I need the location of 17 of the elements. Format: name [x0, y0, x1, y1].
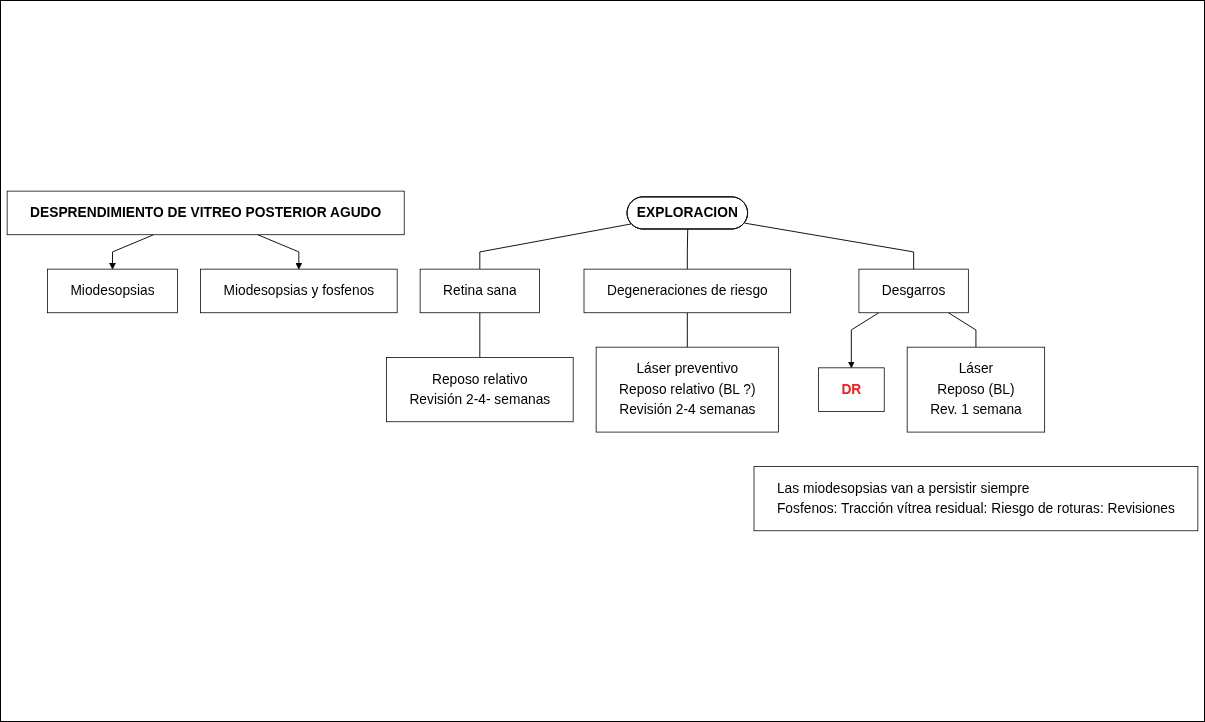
node-box: Láser preventivo Reposo relativo (BL ?) Revisión 2-4 semanas	[595, 346, 779, 433]
connector	[686, 228, 689, 270]
node-box: Desgarros	[858, 268, 969, 314]
node-box: Reposo relativo Revisión 2-4- semanas	[386, 357, 574, 423]
connector	[948, 312, 977, 348]
node-box: Láser Reposo (BL) Rev. 1 semana	[906, 346, 1046, 433]
connector	[744, 222, 915, 270]
node-box: Miodesopsias y fosfenos	[200, 268, 398, 314]
node-box: DESPRENDIMIENTO DE VITREO POSTERIOR AGUDO	[6, 190, 405, 236]
node-box: DR	[818, 367, 885, 412]
connector	[479, 223, 632, 270]
node-box: Miodesopsias	[47, 268, 178, 314]
connector	[479, 312, 481, 358]
node-box: Las miodesopsias van a persistir siempre Fosfenos: Tracción vítrea residual: Riesgo de roturas: Revisiones	[753, 466, 1199, 532]
connector	[686, 312, 688, 348]
node-box: Retina sana	[419, 268, 540, 314]
node-box: Degeneraciones de riesgo	[583, 268, 792, 314]
